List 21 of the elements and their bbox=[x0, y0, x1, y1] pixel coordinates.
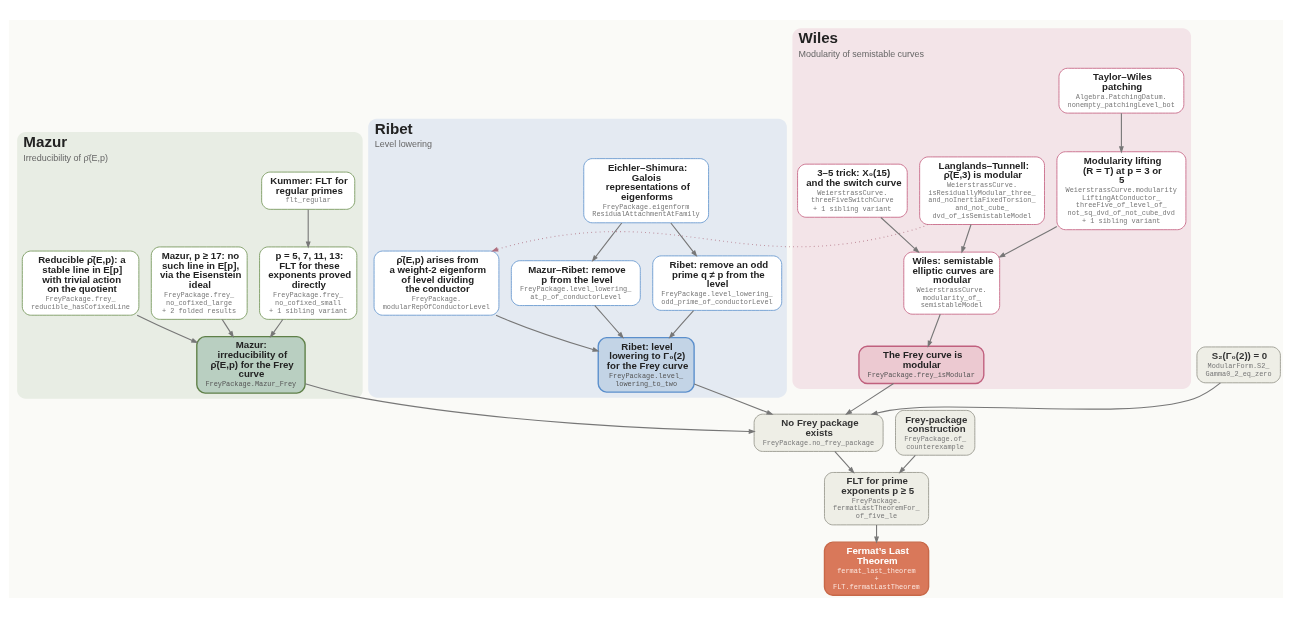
arrow bbox=[898, 454, 916, 474]
arrow bbox=[670, 222, 698, 258]
arrow bbox=[221, 319, 235, 338]
arrow bbox=[870, 382, 1222, 416]
arrow bbox=[1118, 112, 1124, 154]
arrow bbox=[998, 226, 1058, 258]
arrow bbox=[136, 314, 199, 344]
arrow bbox=[961, 224, 972, 254]
arrow bbox=[305, 208, 311, 249]
arrow bbox=[880, 216, 920, 254]
arrow bbox=[495, 314, 600, 352]
arrow bbox=[304, 383, 756, 434]
arrow bbox=[668, 310, 695, 339]
arrow bbox=[927, 313, 941, 348]
arrow bbox=[594, 305, 624, 339]
arrow bbox=[269, 319, 284, 338]
arrow bbox=[693, 383, 774, 415]
arrow bbox=[845, 383, 895, 415]
arrow bbox=[591, 222, 623, 262]
arrow bbox=[834, 450, 855, 474]
arrow bbox=[491, 224, 929, 252]
